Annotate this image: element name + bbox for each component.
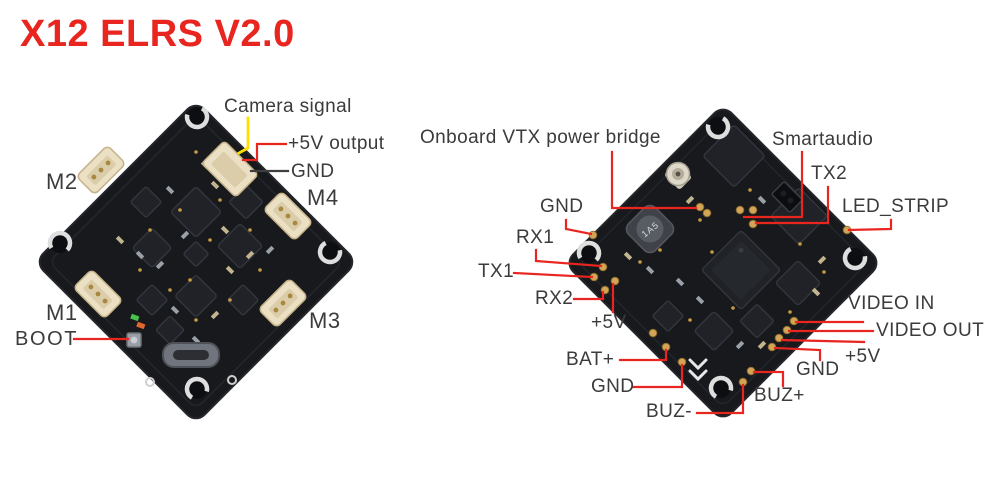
label-gnd-power: GND: [591, 376, 635, 397]
pin-socket: [771, 181, 803, 213]
leader-rx1: [534, 248, 603, 268]
leader-tx2: [754, 185, 830, 225]
back-smd-components: [623, 125, 850, 350]
label-m1: M1: [46, 300, 78, 325]
label-video-in: VIDEO IN: [848, 293, 935, 314]
label-led-strip: LED_STRIP: [842, 196, 950, 217]
leader-camera-signal: [237, 116, 250, 155]
front-board: [38, 104, 354, 420]
label-m3: M3: [309, 308, 341, 333]
label-buz-minus: BUZ-: [646, 401, 692, 422]
label-vtx-power-bridge: Onboard VTX power bridge: [420, 127, 661, 148]
front-solder-rings: [145, 375, 237, 387]
label-tx2: TX2: [811, 163, 848, 184]
label-gnd-video: GND: [796, 359, 840, 380]
page-title: X12 ELRS V2.0: [20, 13, 295, 55]
leader-rx2: [572, 290, 605, 301]
label-video-out: VIDEO OUT: [876, 320, 985, 341]
mcu-chip: [701, 230, 781, 310]
status-leds: [130, 313, 146, 330]
label-buz-plus: BUZ+: [754, 385, 805, 406]
label-m2: M2: [46, 169, 78, 194]
leader-5v-output: [241, 142, 288, 162]
label-bat-plus: BAT+: [566, 349, 615, 370]
label-tx1: TX1: [478, 261, 515, 282]
leader-smartaudio: [742, 150, 804, 219]
leader-led-strip: [847, 218, 893, 232]
label-boot: BOOT: [15, 328, 79, 350]
label-5v-output: +5V output: [288, 133, 385, 154]
label-5v-video: +5V: [845, 346, 881, 367]
label-camera-signal: Camera signal: [224, 96, 352, 117]
leader-lines: [72, 116, 893, 415]
motor-connector-m1: [74, 270, 122, 318]
back-mounting-holes: [576, 114, 868, 401]
leader-buz-plus: [752, 370, 785, 388]
leader-gnd-uart: [564, 218, 593, 236]
back-board: 1A5: [568, 108, 878, 418]
motor-connector-m3: [259, 279, 307, 327]
label-smartaudio: Smartaudio: [772, 129, 874, 150]
orientation-arrows-icon: [688, 358, 708, 382]
ufl-antenna-connector: [665, 161, 691, 189]
leader-tx1: [512, 271, 594, 279]
label-gnd-uart: GND: [540, 196, 584, 217]
label-rx1: RX1: [516, 227, 555, 248]
leader-vtx-power-bridge: [610, 150, 698, 210]
label-m4: M4: [307, 185, 339, 210]
label-5v-uart: +5V: [591, 312, 627, 333]
camera-connector: [202, 141, 258, 197]
leader-bat-plus: [618, 348, 668, 362]
usb-c-port: [162, 342, 220, 368]
power-inductor: 1A5: [625, 204, 675, 254]
leader-gnd-power: [631, 363, 684, 389]
label-rx2: RX2: [535, 288, 574, 309]
leader-gnd-video: [773, 346, 822, 362]
leader-5v-video: [780, 338, 866, 344]
motor-connector-m4: [264, 192, 312, 240]
motor-connector-m2: [77, 146, 125, 194]
front-mounting-holes: [47, 104, 343, 402]
back-chips: [652, 125, 827, 351]
boot-button: [126, 332, 142, 348]
label-gnd-camera: GND: [291, 161, 335, 182]
leader-buz-minus: [695, 383, 745, 415]
